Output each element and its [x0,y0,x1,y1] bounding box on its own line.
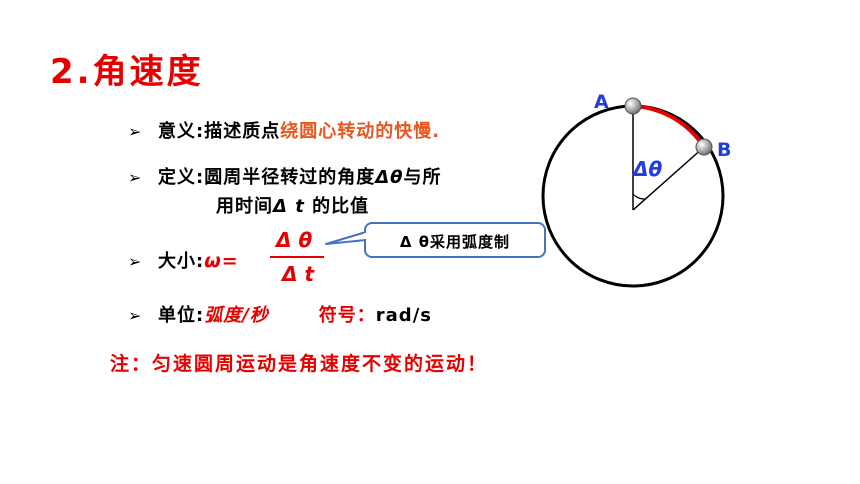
bullet-unit: ➢ 单位:弧度/秒 符号：rad/s [128,301,432,327]
bullet-meaning: ➢ 意义:描述质点绕圆心转动的快慢. [128,117,440,143]
page-title: 2.角速度 [50,52,204,92]
arrow-bullet-icon: ➢ [128,168,143,187]
bullet-definition-line2: 用时间Δ t 的比值 [216,192,369,218]
callout-box: Δ θ采用弧度制 [364,222,546,258]
fraction-denominator: Δ t [282,262,315,286]
bullet-definition: ➢ 定义:圆周半径转过的角度Δθ与所 [128,163,442,189]
definition-symbol: Δθ [375,167,404,188]
definition-label: 定义: [158,167,205,188]
angle-label: Δθ [631,157,662,181]
arrow-bullet-icon: ➢ [128,122,143,141]
note-text: 注：匀速圆周运动是角速度不变的运动！ [110,353,489,375]
magnitude-label: 大小: [158,251,205,272]
definition-line2-a: 用时间 [216,196,273,217]
unit-label: 单位: [158,305,205,326]
omega-symbol: ω= [204,250,239,272]
arc-highlight [632,104,706,149]
angle-arc [632,193,646,200]
unit-symbol-value: rad/s [375,305,432,326]
point-b-label: B [717,139,731,161]
definition-line1-end: 与所 [403,167,442,188]
arrow-bullet-icon: ➢ [128,252,143,271]
point-a-ball [624,97,642,115]
meaning-highlight: 绕圆心转动的快慢. [280,121,441,142]
unit-value: 弧度/秒 [204,305,269,326]
definition-line2-b: 的比值 [304,196,370,217]
definition-line1: 圆周半径转过的角度 [204,167,376,188]
arrow-bullet-icon: ➢ [128,306,143,325]
point-a-label: A [594,91,609,113]
unit-symbol-label: 符号： [318,305,376,326]
definition-line2-symbol: Δ t [273,196,305,217]
meaning-label: 意义: [158,121,205,142]
bullet-magnitude: ➢ 大小:ω= [128,247,239,273]
fraction-numerator: Δ θ [276,228,313,252]
fraction-line [270,256,324,258]
meaning-text: 描述质点 [204,121,281,142]
point-b-ball [695,138,713,156]
